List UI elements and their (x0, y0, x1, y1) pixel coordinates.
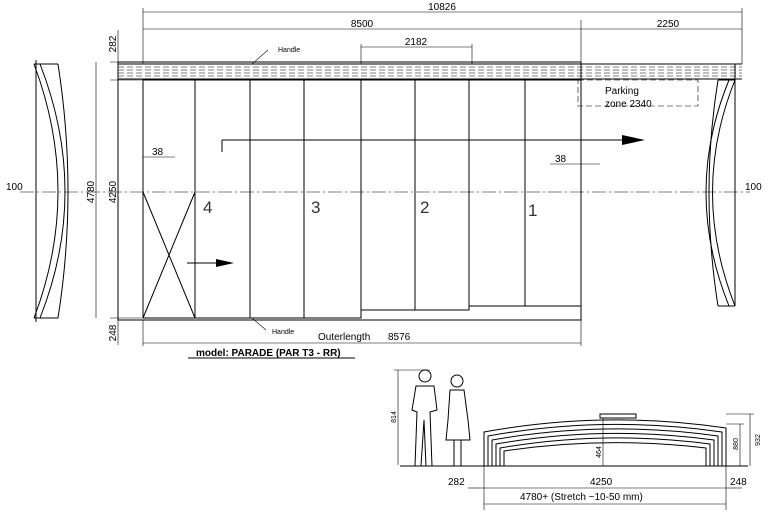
person-height-dim: 814 (391, 411, 398, 423)
section-3-label: 3 (311, 198, 320, 217)
parking-zone-label: zone 2340 (605, 99, 652, 110)
side-profile-left: 100 (6, 60, 69, 322)
dim-parking-length: 2250 (657, 19, 680, 30)
dim-gap-right-38: 38 (555, 154, 567, 165)
dim-total-length: 10826 (428, 2, 456, 13)
dim-length-8500: 8500 (351, 19, 374, 30)
side-profile-right: 100 (705, 64, 762, 307)
left-dimensions: 282 4780 4250 248 (86, 30, 142, 345)
section-2-label: 2 (420, 198, 429, 217)
elevation-stretch: 4780+ (Stretch ~10-50 mm) (520, 492, 643, 503)
inner-height-dim: 464 (596, 446, 603, 458)
side-right-100: 100 (745, 182, 762, 193)
handle-top-label: Handle (278, 47, 300, 54)
dim-gap-left-38: 38 (152, 147, 164, 158)
parking-label: Parking (605, 86, 639, 97)
height-880: 880 (733, 438, 740, 450)
height-932: 932 (755, 434, 762, 446)
outerlength-label: Outerlength (318, 332, 370, 343)
top-dimensions: 10826 8500 2250 2182 (142, 2, 743, 64)
model-caption: model: PARADE (PAR T3 - RR) (196, 348, 341, 359)
section-4-label: 4 (203, 198, 212, 217)
plan-view: Parking zone 2340 38 38 4 3 2 1 (20, 47, 750, 359)
section-1-label: 1 (528, 201, 537, 220)
elevation-left-282: 282 (448, 477, 465, 488)
side-left-100: 100 (6, 182, 23, 193)
elevation-width-4250: 4250 (590, 477, 613, 488)
handle-bottom-label: Handle (272, 329, 294, 336)
woman-figure (445, 374, 471, 466)
dim-seg-2182: 2182 (405, 37, 428, 48)
man-figure (411, 369, 438, 467)
dim-bottom-248: 248 (108, 324, 119, 341)
dim-top-282: 282 (108, 35, 119, 52)
outerlength-value: 8576 (388, 332, 411, 343)
elevation-view: 814 464 880 932 (391, 369, 762, 510)
elevation-right-248: 248 (730, 477, 747, 488)
